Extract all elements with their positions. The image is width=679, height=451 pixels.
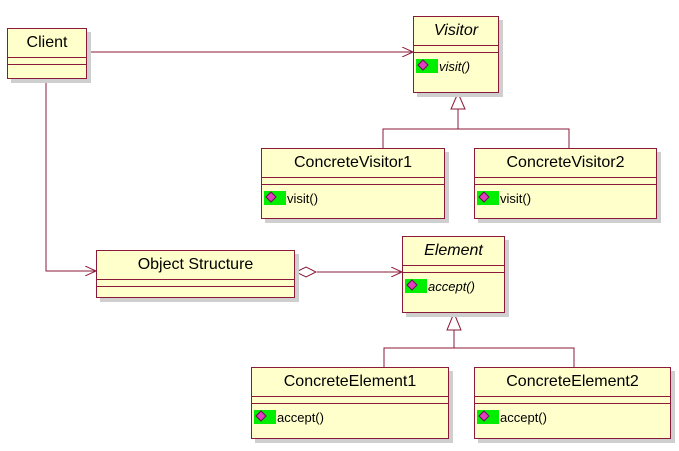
operation-label: visit() (287, 190, 319, 206)
class-name: ConcreteElement1 (252, 368, 448, 397)
element-generalization-tree (383, 330, 455, 367)
visitor-generalization-branch-2 (458, 128, 570, 148)
operation-label: accept() (500, 409, 547, 425)
attributes-compartment (252, 397, 448, 404)
operation-icon (477, 410, 499, 424)
operation-label: visit() (439, 58, 471, 74)
attributes-compartment (97, 280, 294, 287)
attributes-compartment (403, 266, 504, 273)
element-class[interactable]: Element accept() (402, 236, 505, 313)
operation-visit[interactable]: visit() (416, 58, 471, 74)
element-generalization-triangle (446, 311, 462, 331)
element-generalization-branch-2 (454, 347, 575, 367)
operation-visit[interactable]: visit() (477, 190, 532, 206)
operation-visit[interactable]: visit() (264, 190, 319, 206)
class-name: ConcreteElement2 (475, 368, 670, 397)
concrete-visitor-1-class[interactable]: ConcreteVisitor1 visit() (261, 148, 445, 219)
object-structure-class[interactable]: Object Structure (96, 250, 295, 298)
class-name: ConcreteVisitor1 (262, 149, 444, 178)
visitor-class[interactable]: Visitor visit() (413, 16, 499, 93)
class-name: Object Structure (97, 251, 294, 280)
client-to-object-structure-association (45, 79, 96, 271)
operation-label: accept() (428, 278, 475, 294)
operation-icon (264, 191, 286, 205)
visitor-generalization-tree (382, 109, 459, 148)
attributes-compartment (475, 178, 656, 185)
attributes-compartment (475, 397, 670, 404)
client-class[interactable]: Client (7, 28, 87, 79)
class-name: Element (403, 237, 504, 266)
operation-accept[interactable]: accept() (405, 278, 475, 294)
attributes-compartment (8, 58, 86, 65)
visitor-generalization-triangle (450, 91, 466, 110)
concrete-visitor-2-class[interactable]: ConcreteVisitor2 visit() (474, 148, 657, 219)
operation-accept[interactable]: accept() (477, 409, 547, 425)
operation-icon (416, 59, 438, 73)
operation-icon (477, 191, 499, 205)
class-name: Client (8, 29, 86, 58)
concrete-element-2-class[interactable]: ConcreteElement2 accept() (474, 367, 671, 439)
operation-icon (254, 410, 276, 424)
attributes-compartment (262, 178, 444, 185)
aggregation-diamond (294, 266, 318, 278)
operation-icon (405, 279, 427, 293)
operation-label: accept() (277, 409, 324, 425)
class-name: ConcreteVisitor2 (475, 149, 656, 178)
concrete-element-1-class[interactable]: ConcreteElement1 accept() (251, 367, 449, 439)
attributes-compartment (414, 46, 498, 53)
operation-accept[interactable]: accept() (254, 409, 324, 425)
class-name: Visitor (414, 17, 498, 46)
operation-label: visit() (500, 190, 532, 206)
